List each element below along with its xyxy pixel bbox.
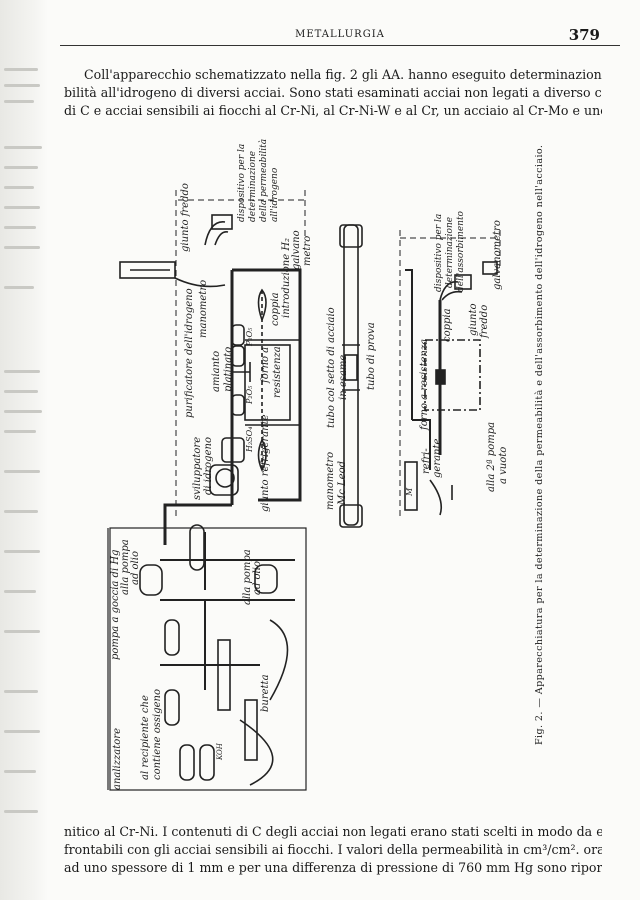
label-introduzione: introduzione H₂ — [281, 238, 292, 318]
label-recipiente-1: al recipiente che — [140, 695, 151, 780]
label-pompa-hg: pompa a goccia di Hg — [110, 550, 121, 660]
paragraph-top: Coll'apparecchio schematizzato nella fig… — [64, 66, 602, 120]
header-rule — [60, 45, 620, 46]
label-forno-r: forno a resistenza — [419, 339, 430, 431]
text-line: di C e acciai sensibili ai fiocchi al Cr… — [64, 103, 602, 118]
label-disp-perm-3: della permeabilità — [258, 139, 269, 222]
label-buretta: buretta — [260, 674, 271, 712]
label-p2o5-a: P₂O₅ — [245, 385, 254, 405]
label-disp-ass-1: dispositivo per la — [434, 214, 444, 292]
label-pompa-olio-2a: alla pompa — [242, 549, 253, 605]
paragraph-bottom: nitico al Cr-Ni. I contenuti di C degli … — [64, 823, 602, 877]
running-head: METALLURGIA 379 — [60, 26, 620, 45]
label-forno-1: forno a — [260, 347, 271, 384]
label-pompa-olio-2b: ad olio — [252, 561, 263, 595]
label-disp-perm-1: dispositivo per la — [237, 144, 247, 222]
label-m: M — [405, 487, 414, 497]
previous-page-margin — [0, 0, 48, 900]
section-title: METALLURGIA — [295, 29, 385, 40]
label-tubo-prova: tubo di prova — [366, 322, 377, 390]
label-mcleod-2: Mc Leod — [337, 461, 348, 506]
label-giunto-r1: giunto — [468, 303, 479, 336]
label-purificatore: purificatore dell'idrogeno — [184, 288, 195, 418]
label-galvanometro-1: galvano — [291, 230, 302, 270]
label-pompa-vuoto-2: a vuoto — [498, 447, 509, 484]
label-sviluppatore-1: sviluppatore — [192, 437, 203, 500]
label-disp-perm-4: all'idrogeno — [270, 167, 280, 222]
label-refrigerante-2: gerante — [432, 438, 443, 478]
diagram-labels: analizzatore al recipiente che contiene … — [110, 139, 509, 790]
label-galvanometro-r: galvanometro — [492, 220, 503, 290]
text-line: Coll'apparecchio schematizzato nella fig… — [84, 67, 602, 82]
label-galvanometro-2: metro — [302, 236, 313, 266]
text-line: frontabili con gli acciai sensibili ai f… — [64, 842, 602, 857]
page-number: 379 — [568, 26, 600, 44]
label-disp-ass-2: determinazione — [445, 217, 455, 288]
text-line: nitico al Cr-Ni. I contenuti di C degli … — [64, 824, 602, 839]
label-amianto-2: platinato — [223, 347, 234, 392]
label-sviluppatore-2: di idrogeno — [203, 437, 214, 495]
label-manometro: manometro — [198, 280, 209, 338]
label-giunto-refrigerante: giunto refrigerante — [260, 414, 271, 512]
label-recipiente-2: contiene ossigeno — [152, 689, 163, 780]
label-tubo-setto-2: in esame — [338, 355, 349, 400]
label-pompa-olio-1a: alla pompa — [120, 539, 131, 595]
label-giunto-r2: freddo — [479, 305, 490, 339]
label-p2o5-b: P₂O₅ — [245, 327, 254, 347]
text-line: ad uno spessore di 1 mm e per una differ… — [64, 860, 602, 875]
label-giunto-freddo: giunto freddo — [180, 183, 191, 252]
label-coppia: coppia — [270, 292, 281, 326]
label-analizzatore: analizzatore — [112, 728, 123, 790]
label-coppia-r: coppia — [442, 308, 453, 342]
figure-caption: Fig. 2. — Apparecchiatura per la determi… — [534, 145, 545, 745]
label-forno-2: resistenza — [272, 346, 283, 398]
label-tubo-setto-1: tubo col setto di acciaio — [326, 307, 337, 428]
label-disp-perm-2: determinazione — [248, 151, 258, 222]
label-amianto-1: amianto — [211, 351, 222, 392]
label-h2so4: H₂SO₄ — [245, 427, 254, 453]
diagram-lines — [107, 190, 501, 791]
label-refrigerante-1: refri- — [421, 448, 432, 474]
label-disp-ass-3: dell'assorbimento — [456, 210, 466, 292]
label-pompa-olio-1b: ad olio — [130, 551, 141, 585]
label-mcleod-1: manometro — [325, 452, 336, 510]
text-line: bilità all'idrogeno di diversi acciai. S… — [64, 85, 602, 100]
label-koh: KOH — [216, 742, 224, 761]
label-pompa-vuoto-1: alla 2ª pompa — [486, 422, 497, 492]
